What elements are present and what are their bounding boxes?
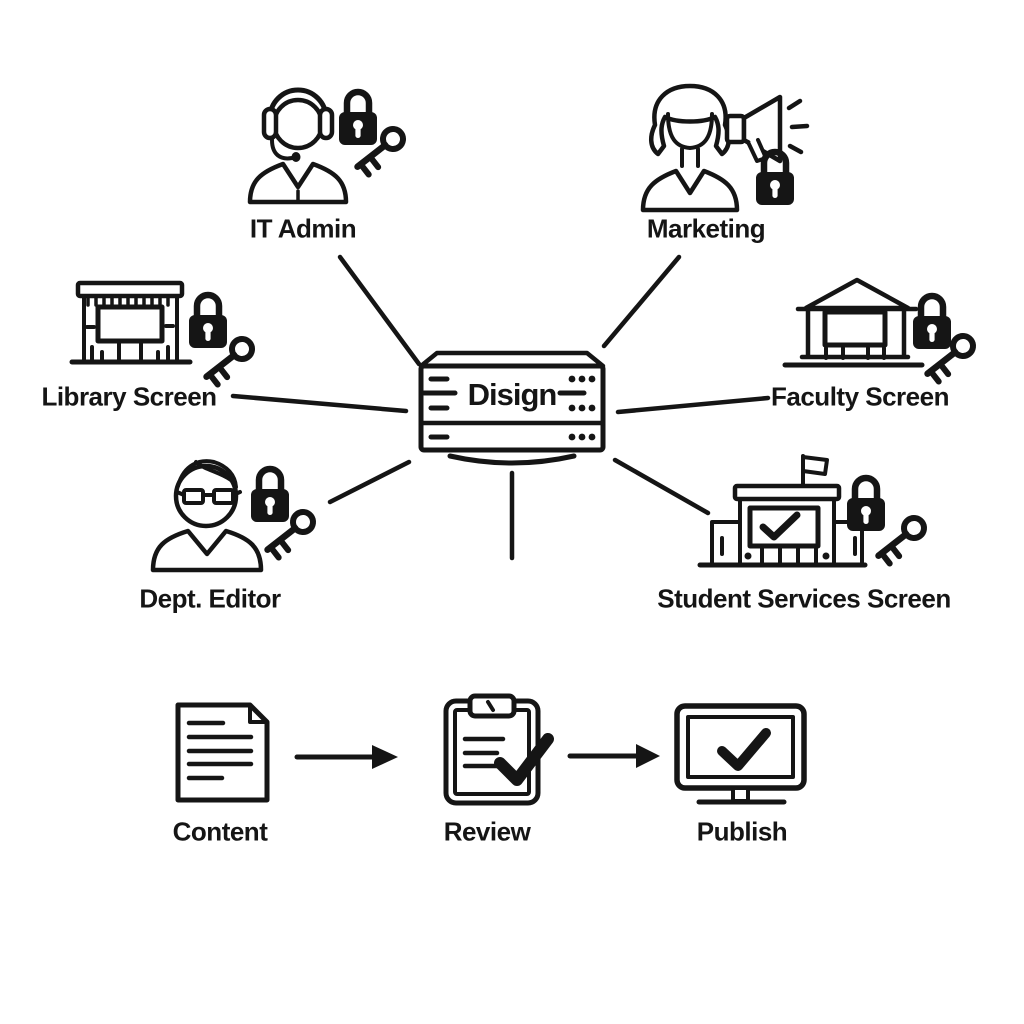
workflow-label-content: Content [172,816,268,847]
workflow-arrow [294,745,398,769]
node-label-dept-editor: Dept. Editor [139,583,281,614]
monitor-check-icon [674,703,807,805]
spoke-lines [230,254,771,561]
lock-icon [913,296,951,349]
node-label-it-admin: IT Admin [249,213,357,244]
workflow-label-publish: Publish [696,816,788,847]
school-building-check-icon [697,454,930,566]
workflow-label-review: Review [443,816,531,847]
node-label-student-services-screen: Student Services Screen [657,583,951,614]
spoke-faculty [615,395,771,415]
server-shadow-arc [447,453,577,466]
spoke-marketing [601,254,682,349]
campus-building-display-icon [782,277,979,384]
document-icon [175,702,270,803]
lock-icon [251,469,289,522]
storefront-display-icon [69,280,258,387]
spoke-dept-editor [327,459,412,505]
spoke-student-services [612,457,711,516]
megaphone-icon [724,94,810,164]
workflow-arrow [567,744,660,768]
spoke-library [230,393,409,414]
spoke-it-admin [337,254,422,367]
lock-icon [847,478,885,531]
server-label: Disign [467,377,558,412]
node-label-faculty-screen: Faculty Screen [771,381,949,412]
server-icon [418,350,606,466]
person-megaphone-icon [640,83,810,213]
editor-person-icon [150,459,319,573]
lock-icon [189,295,227,348]
node-label-library-screen: Library Screen [41,381,217,412]
clipboard-check-icon [443,693,554,806]
node-label-marketing: Marketing [646,213,766,244]
support-person-icon [247,87,409,205]
lock-icon [339,92,377,145]
